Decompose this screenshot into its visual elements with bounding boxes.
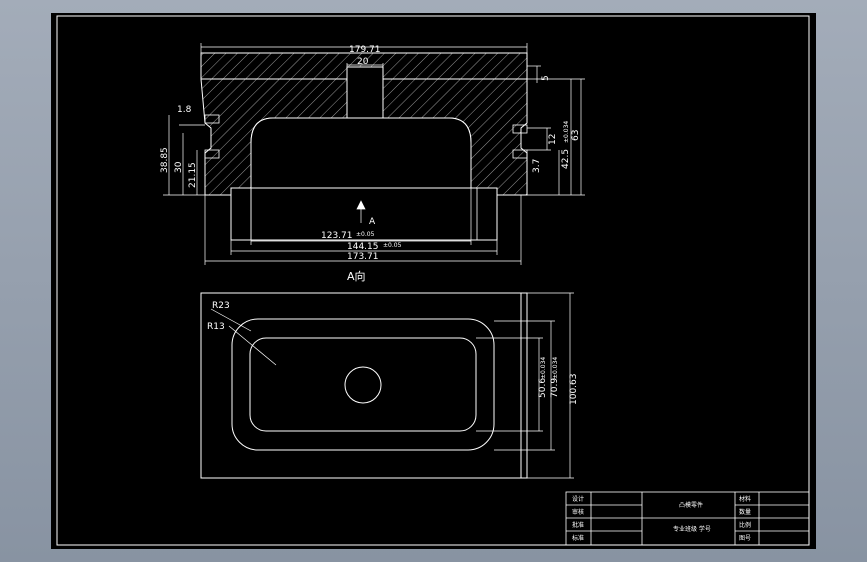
section-view — [200, 52, 528, 241]
dim-total: 100.63 — [569, 374, 579, 406]
dim-outer: 70.9 — [550, 378, 560, 398]
radius-inner: R13 — [207, 322, 225, 332]
dim-outer-width: 144.15 — [347, 242, 379, 252]
dim-right-small-2: 12 — [548, 134, 558, 145]
drawing-border — [56, 15, 810, 546]
dim-left-height-3: 21.15 — [188, 162, 198, 188]
dim-outer-width-tol: ±0.05 — [383, 242, 402, 249]
tb-right-label-1: 材料 — [739, 495, 751, 503]
view-label: A向 — [347, 269, 366, 283]
outer-rounded-rect — [231, 318, 495, 451]
dim-step-left: 1.8 — [177, 105, 192, 115]
dim-right-height-1: 42.5 — [561, 149, 571, 169]
plan-dimensions — [210, 292, 574, 479]
inner-rounded-rect — [249, 337, 477, 432]
drawing-canvas[interactable]: 179.71 20 1.8 38.85 30 21.15 5 12 3.7 42… — [51, 13, 816, 549]
dim-outer-tol: ±0.034 — [552, 357, 559, 379]
dim-cavity-width-tol: ±0.05 — [356, 231, 375, 238]
tb-right-label-4: 图号 — [739, 535, 751, 542]
dim-inner: 50.6 — [538, 378, 548, 398]
dim-inner-tol: ±0.034 — [540, 357, 547, 379]
tb-row-label-1: 设计 — [572, 495, 584, 503]
plan-view — [200, 292, 528, 479]
dim-overall-width: 179.71 — [349, 45, 381, 55]
tb-row-label-3: 批准 — [572, 521, 584, 529]
top-dimensions — [163, 43, 585, 265]
right-notch-lower — [512, 149, 528, 159]
tb-right-label-3: 比例 — [739, 521, 751, 529]
dim-boss-width: 20 — [357, 57, 369, 67]
tb-row-label-2: 审核 — [572, 508, 584, 516]
dim-right-small-3: 3.7 — [532, 159, 542, 173]
left-notch-upper — [204, 114, 220, 124]
dim-left-height-2: 30 — [174, 161, 184, 173]
dim-cavity-width: 123.71 — [321, 231, 353, 241]
left-notch-lower — [204, 149, 220, 159]
dim-right-height-1-tol: ±0.034 — [563, 121, 570, 143]
radius-outer: R23 — [212, 301, 230, 311]
tb-part-name: 凸模零件 — [679, 501, 703, 509]
section-marker: A — [369, 217, 376, 227]
center-boss — [346, 66, 384, 119]
dim-base-width: 173.71 — [347, 252, 379, 262]
dim-right-small-1: 5 — [541, 75, 551, 81]
cavity — [250, 117, 472, 188]
tb-right-label-2: 数量 — [739, 508, 751, 516]
title-block — [565, 491, 810, 546]
dim-left-height-1: 38.85 — [160, 147, 170, 173]
right-notch-upper — [512, 124, 528, 134]
drawing-svg: 179.71 20 1.8 38.85 30 21.15 5 12 3.7 42… — [56, 15, 810, 546]
dim-right-height-2: 63 — [571, 130, 581, 141]
tb-school-line: 专业班级 学号 — [673, 525, 711, 533]
tb-row-label-4: 标准 — [572, 534, 584, 542]
center-hole — [344, 366, 382, 404]
